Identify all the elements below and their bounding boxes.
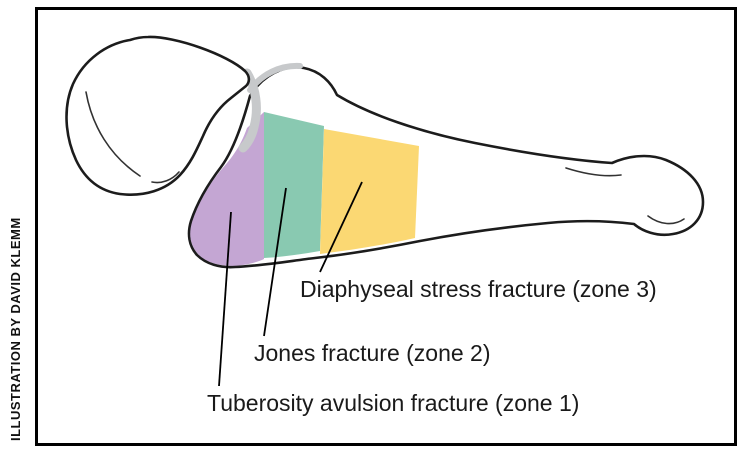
neck-contour-line: [565, 167, 622, 177]
head-contour-line: [647, 215, 685, 225]
zone1-label: Tuberosity avulsion fracture (zone 1): [207, 390, 580, 416]
leader-line-zone1: [218, 211, 232, 387]
cuboid-lower-ridge: [151, 171, 180, 184]
leader-line-zone3: [319, 181, 363, 273]
articular-cartilage-dorsal: [247, 62, 303, 93]
zone3-label: Diaphyseal stress fracture (zone 3): [300, 276, 657, 302]
leader-line-zone2: [263, 187, 287, 337]
zone3-diaphyseal-region: [320, 129, 419, 254]
zone2-label: Jones fracture (zone 2): [254, 340, 491, 366]
metatarsal-outline: [187, 65, 705, 269]
zone2-jones-region: [264, 112, 324, 258]
cuboid-bone: [65, 35, 251, 196]
cuboid-ridge-line: [85, 91, 141, 177]
